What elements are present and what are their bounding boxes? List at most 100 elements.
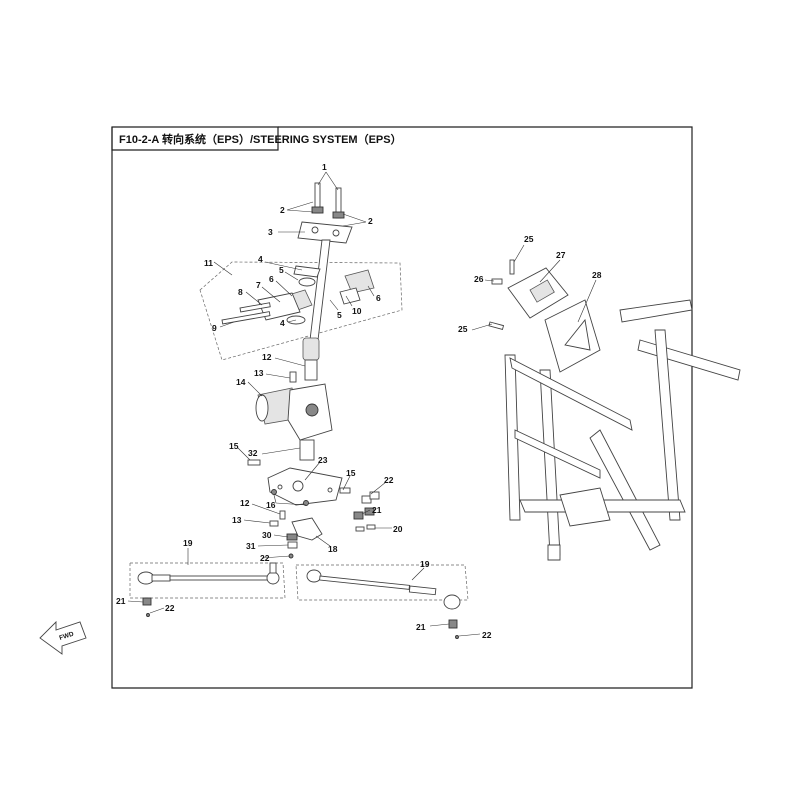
callout-22: 22 <box>165 603 175 613</box>
leader-2a <box>286 201 314 213</box>
left-tie-rod-box <box>129 562 286 599</box>
callout-6: 6 <box>376 293 381 303</box>
nut-21-a <box>353 511 364 520</box>
callout-15: 15 <box>229 441 239 451</box>
frame-cross-mid <box>514 429 601 479</box>
bolt-nut-right <box>332 211 345 219</box>
callout-21: 21 <box>116 596 126 606</box>
callout-1: 1 <box>322 162 327 172</box>
callout-21: 21 <box>372 505 382 515</box>
diagram-title: F10-2-A 转向系统（EPS）/STEERING SYSTEM（EPS） <box>119 132 402 146</box>
plate-hole <box>311 226 319 234</box>
leader-27 <box>539 259 561 283</box>
leader-5a <box>284 271 299 281</box>
bolt-12-lower <box>279 510 286 520</box>
bolt-15 <box>247 459 261 466</box>
callout-2: 2 <box>368 216 373 226</box>
vehicle-frame <box>504 299 741 561</box>
left-inner-stud <box>269 562 277 574</box>
leader-9 <box>219 321 235 328</box>
callout-7: 7 <box>256 280 261 290</box>
leader-12a <box>274 357 306 367</box>
callout-31: 31 <box>246 541 256 551</box>
left-outer-pin <box>146 613 150 617</box>
leader-30 <box>273 534 289 538</box>
plate-hole <box>332 229 340 237</box>
callout-20: 20 <box>393 524 403 534</box>
callout-12: 12 <box>240 498 250 508</box>
nut-22-b <box>369 491 380 500</box>
eps-controller-group <box>488 259 601 373</box>
callout-5: 5 <box>279 265 284 275</box>
bolt-nut-left <box>311 206 324 214</box>
fwd-arrow-icon <box>39 620 87 655</box>
lower-shaft <box>304 359 318 381</box>
leader-31 <box>257 544 289 547</box>
long-bolt <box>221 311 271 325</box>
leader-26 <box>484 279 495 282</box>
callout-4: 4 <box>280 318 285 328</box>
callout-22: 22 <box>482 630 492 640</box>
callout-19: 19 <box>420 559 430 569</box>
callout-5: 5 <box>337 310 342 320</box>
bracket-hole <box>292 480 304 492</box>
eps-unit <box>255 371 333 461</box>
steering-mount-plate <box>297 221 353 244</box>
gearbox-port <box>305 403 319 417</box>
gearbox-output <box>299 439 315 461</box>
nut-22-a <box>361 495 372 504</box>
callout-26: 26 <box>474 274 484 284</box>
callout-15: 15 <box>346 468 356 478</box>
nut-16 <box>271 489 277 495</box>
right-outer-pin <box>455 635 459 639</box>
callout-32: 32 <box>248 448 258 458</box>
leader-7 <box>261 286 281 303</box>
callout-3: 3 <box>268 227 273 237</box>
callout-23: 23 <box>318 455 328 465</box>
right-tie-rod-end-inner <box>306 569 322 583</box>
drawing-frame: F10-2-A 转向系统（EPS）/STEERING SYSTEM（EPS） <box>111 126 693 689</box>
pitman-arm-group <box>269 491 380 559</box>
nut-26 <box>491 278 503 285</box>
bushing-upper <box>293 265 321 278</box>
callout-22: 22 <box>384 475 394 485</box>
callout-13: 13 <box>254 368 264 378</box>
left-tie-rod-sleeve <box>151 574 171 582</box>
eps-motor-cap <box>255 394 269 422</box>
short-bolt <box>239 302 271 313</box>
nut-21-b <box>364 507 375 516</box>
callout-13: 13 <box>232 515 242 525</box>
leader-21b <box>127 600 144 603</box>
right-tie-rod-end-outer <box>443 594 461 610</box>
universal-joint <box>302 337 320 361</box>
callout-21: 21 <box>416 622 426 632</box>
callout-8: 8 <box>238 287 243 297</box>
leader-22b <box>261 555 291 559</box>
bolt-12-upper <box>289 371 297 383</box>
leader-lines <box>127 171 597 637</box>
nut-16 <box>303 500 309 506</box>
leader-15a <box>237 447 251 461</box>
controller-label <box>529 279 555 303</box>
leader-4b <box>287 319 297 323</box>
leader-1 <box>317 171 339 191</box>
callout-18: 18 <box>328 544 338 554</box>
leader-19b <box>411 567 425 581</box>
pin-20-b <box>366 524 376 530</box>
callout-22: 22 <box>260 553 270 563</box>
callout-2: 2 <box>280 205 285 215</box>
leader-15b <box>342 475 351 491</box>
leader-21a <box>361 509 371 515</box>
bracket-bolt-hole <box>327 487 333 493</box>
leader-32 <box>261 447 301 455</box>
right-tie-rod-bar <box>319 575 411 590</box>
leader-22a <box>370 481 387 495</box>
steering-shaft-assembly <box>297 182 353 381</box>
leader-23 <box>304 461 321 481</box>
bolt-15-right <box>339 487 351 494</box>
leader-5b <box>329 299 339 311</box>
callout-12: 12 <box>262 352 272 362</box>
callout-19: 19 <box>183 538 193 548</box>
leader-22c <box>149 607 165 614</box>
